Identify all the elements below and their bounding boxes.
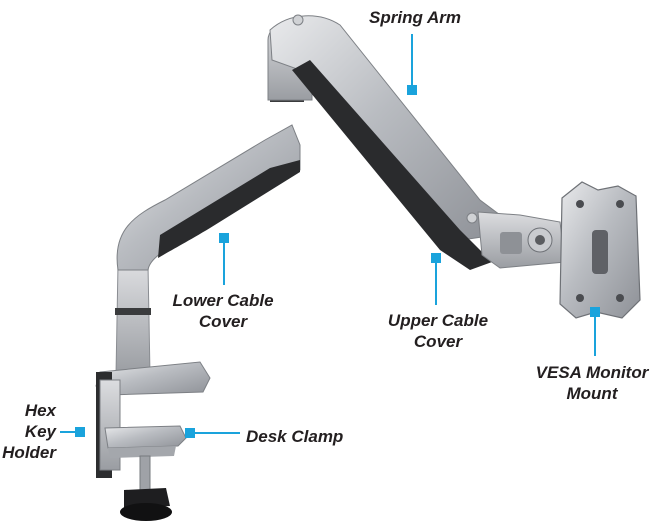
callout-label-vesa-monitor-mount: VESA Monitor Mount bbox=[526, 362, 658, 404]
callout-marker-vesa-monitor-mount bbox=[590, 307, 600, 317]
callout-line: Spring Arm bbox=[369, 8, 461, 27]
callout-marker-desk-clamp bbox=[185, 428, 195, 438]
lower-cable-cover-part bbox=[158, 160, 300, 258]
callout-marker-lower-cable-cover bbox=[219, 233, 229, 243]
callout-line: Cover bbox=[198, 312, 248, 331]
callout-marker-spring-arm bbox=[407, 85, 417, 95]
callout-line: Desk Clamp bbox=[246, 427, 344, 446]
callout-line: Upper Cable bbox=[387, 311, 489, 330]
callout-line: Hex bbox=[24, 401, 56, 420]
vesa-plate bbox=[559, 181, 641, 319]
callout-label-desk-clamp: Desk Clamp bbox=[246, 426, 366, 447]
upper-cable-cover-part bbox=[292, 60, 492, 270]
callout-line: Cover bbox=[413, 332, 463, 351]
callout-line: Mount bbox=[566, 384, 618, 403]
callout-line: Lower Cable bbox=[172, 291, 274, 310]
desk-clamp-body bbox=[96, 372, 187, 521]
callout-line: Holder bbox=[2, 443, 56, 462]
pole-ring bbox=[115, 308, 151, 315]
callout-line: VESA Monitor bbox=[535, 363, 649, 382]
callout-label-lower-cable-cover: Lower Cable Cover bbox=[163, 290, 283, 332]
callout-marker-hex-key-holder bbox=[75, 427, 85, 437]
callout-label-spring-arm: Spring Arm bbox=[355, 7, 475, 28]
callout-label-hex-key-holder: Hex Key Holder bbox=[0, 400, 56, 463]
callout-line: Key bbox=[24, 422, 56, 441]
callout-label-upper-cable-cover: Upper Cable Cover bbox=[378, 310, 498, 352]
callout-marker-upper-cable-cover bbox=[431, 253, 441, 263]
